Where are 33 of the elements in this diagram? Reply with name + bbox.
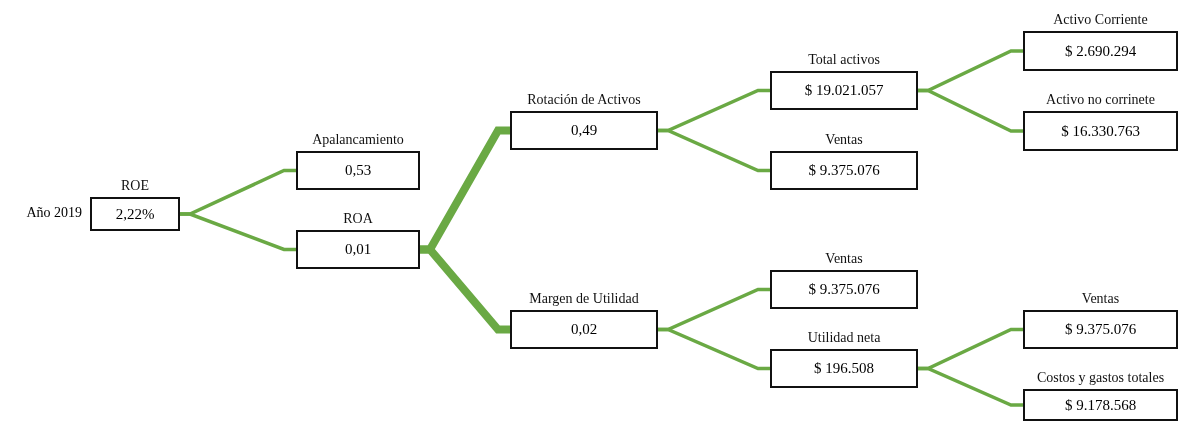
heading-label: Rotación de Activos [526,92,642,108]
value-box: 0,49 [510,111,658,150]
heading-label: Activo no corrinete [1045,92,1156,108]
value-box: 0,01 [296,230,420,269]
value-box: $ 16.330.763 [1023,111,1178,151]
branch-line [658,128,770,173]
branch-line [918,88,1023,133]
value-box: $ 19.021.057 [770,71,918,110]
heading-label: Margen de Utilidad [528,291,640,307]
heading-label: ROE [120,178,150,194]
heading-label: ROA [342,211,374,227]
value-box: 2,22% [90,197,180,231]
heading-label: Ventas [1080,291,1121,307]
heading-label: Costos y gastos totales [1035,370,1166,386]
heading-label: Total activos [807,52,881,68]
heading-label: Utilidad neta [806,330,882,346]
value-box: $ 2.690.294 [1023,31,1178,71]
value-box: $ 9.375.076 [770,151,918,190]
heading-label: Apalancamiento [311,132,405,148]
heading-label: Ventas [824,251,864,267]
branch-line [658,327,770,371]
heading-label: Activo Corriente [1052,12,1149,28]
value-box: 0,53 [296,151,420,190]
branch-line [420,245,510,334]
branch-line [180,212,296,252]
heading-label: Ventas [824,132,864,148]
value-box: $ 9.375.076 [770,270,918,309]
value-box: $ 196.508 [770,349,918,388]
value-box: 0,02 [510,310,658,349]
value-box: $ 9.178.568 [1023,389,1178,421]
branch-line [918,366,1023,407]
value-box: $ 9.375.076 [1023,310,1178,349]
year-label: Año 2019 [26,205,82,221]
